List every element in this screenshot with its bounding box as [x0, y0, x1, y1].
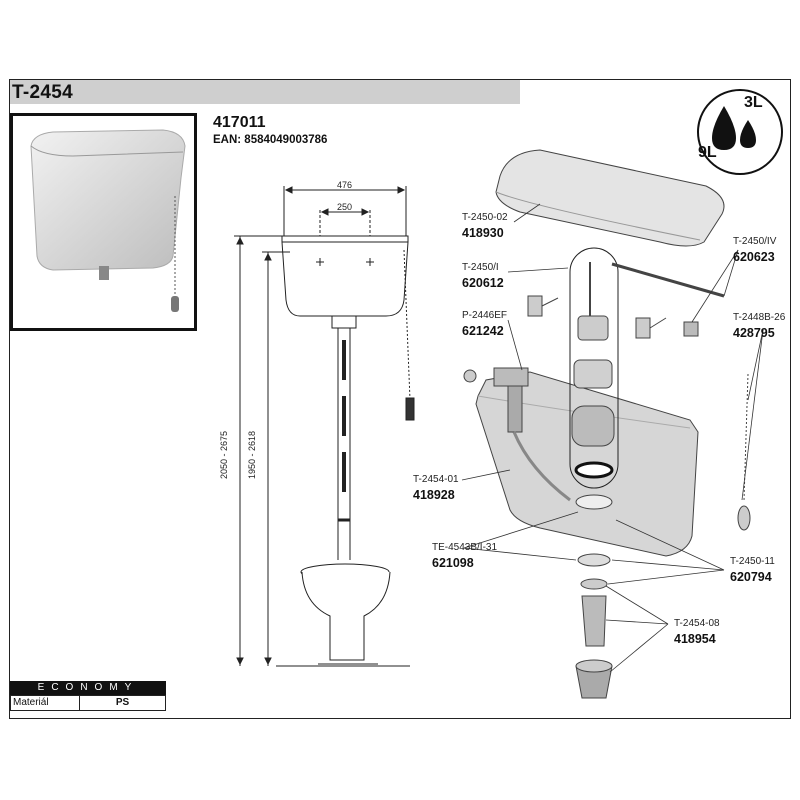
product-code: 417011 [213, 114, 266, 131]
part-label-8: T-2450-11 [730, 556, 775, 567]
product-photo [30, 129, 186, 312]
material-row: Materiál PS [10, 695, 166, 711]
part-number-1: 418930 [462, 226, 504, 240]
part-label-9: T-2454-08 [674, 618, 720, 629]
part-label-7: TE-4543B/I-31 [432, 542, 498, 553]
ean-code: EAN: 8584049003786 [213, 134, 328, 146]
drop-icon [697, 89, 783, 175]
part-label-2: T-2450/IV [733, 236, 777, 247]
dim-width-total: 476 [337, 180, 353, 190]
part-label-1: T-2450-02 [462, 212, 508, 223]
part-number-8: 620794 [730, 570, 772, 584]
material-value: PS [115, 697, 130, 708]
part-number-9: 418954 [674, 632, 716, 646]
part-label-4: T-2448B-26 [733, 312, 786, 323]
part-number-2: 620623 [733, 250, 775, 264]
volume-large: 9L [698, 144, 717, 161]
part-number-3: 620612 [462, 276, 504, 290]
volume-small: 3L [744, 94, 763, 111]
series-label: ECONOMY [10, 681, 166, 695]
dim-width-holes: 250 [337, 202, 353, 212]
part-number-5: 621242 [462, 324, 504, 338]
sheet-frame [9, 79, 791, 719]
product-photo-frame [10, 113, 197, 331]
part-label-5: P-2446EF [462, 310, 508, 321]
material-label: Materiál [11, 696, 80, 710]
dim-height-inner: 1950 - 2618 [247, 430, 258, 480]
part-number-7: 621098 [432, 556, 474, 570]
part-number-4: 428795 [733, 326, 775, 340]
part-number-6: 418928 [413, 488, 455, 502]
title-bar [10, 80, 520, 104]
dim-height-outer: 2050 - 2675 [219, 430, 230, 480]
part-label-3: T-2450/I [462, 262, 499, 273]
part-label-6: T-2454-01 [413, 474, 459, 485]
page-title: T-2454 [12, 82, 73, 103]
volume-badge: 3L 9L [688, 86, 788, 176]
